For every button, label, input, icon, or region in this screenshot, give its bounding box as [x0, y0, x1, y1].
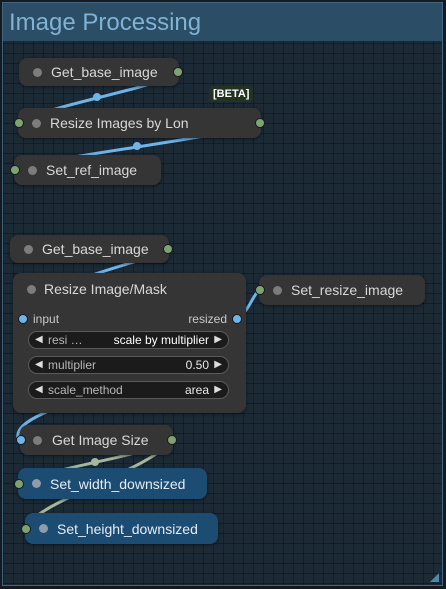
- node-set-height-downsized[interactable]: Set_height_downsized: [21, 513, 218, 544]
- widget-value: scale by multiplier: [113, 333, 209, 347]
- collapse-dot-icon[interactable]: [27, 284, 36, 294]
- node-title: Resize Images by Lon: [50, 115, 189, 131]
- link-midpoint: [133, 142, 141, 150]
- collapse-dot-icon[interactable]: [39, 524, 48, 533]
- node-title: Set_width_downsized: [50, 475, 186, 492]
- collapse-dot-icon[interactable]: [33, 67, 42, 77]
- node-set-resize-image[interactable]: Set_resize_image: [255, 275, 425, 305]
- arrow-right-icon[interactable]: ▶: [214, 384, 222, 395]
- input-slot[interactable]: [14, 479, 24, 489]
- collapse-dot-icon[interactable]: [273, 285, 282, 295]
- node-set-ref-image[interactable]: Set_ref_image: [10, 155, 161, 185]
- node-resize-image-mask[interactable]: Resize Image/Mask input resized ◀ resi ……: [13, 273, 246, 413]
- widget-name: multiplier: [48, 358, 97, 372]
- output-slot[interactable]: [163, 244, 173, 254]
- collapse-dot-icon[interactable]: [24, 244, 33, 254]
- node-get-base-image-1[interactable]: Get_base_image: [19, 58, 183, 86]
- input-slot[interactable]: [10, 165, 20, 175]
- node-title: Get_base_image: [51, 64, 158, 80]
- node-title: Get_base_image: [42, 241, 149, 257]
- arrow-left-icon[interactable]: ◀: [35, 334, 43, 345]
- group-title: Image Processing: [9, 9, 202, 36]
- node-title: Get Image Size: [52, 432, 149, 448]
- input-label: input: [33, 312, 60, 326]
- collapse-dot-icon[interactable]: [32, 479, 41, 488]
- widget-name: resi …: [48, 333, 83, 347]
- input-slot[interactable]: [255, 285, 265, 295]
- beta-badge: [BETA]: [209, 86, 254, 102]
- output-label: resized: [188, 312, 227, 326]
- resize-mode-combo[interactable]: ◀ resi … scale by multiplier ▶: [28, 331, 229, 349]
- node-title: Resize Image/Mask: [44, 281, 167, 297]
- multiplier-stepper[interactable]: ◀ multiplier 0.50 ▶: [28, 356, 229, 374]
- widget-name: scale_method: [48, 383, 123, 397]
- input-slot[interactable]: [14, 118, 24, 128]
- output-slot[interactable]: [167, 435, 177, 445]
- node-title: Set_height_downsized: [57, 520, 198, 537]
- output-slot[interactable]: [173, 67, 183, 77]
- input-slot[interactable]: [18, 314, 28, 324]
- node-set-width-downsized[interactable]: Set_width_downsized: [14, 468, 207, 499]
- input-slot[interactable]: [16, 435, 26, 445]
- output-slot[interactable]: [255, 118, 265, 128]
- arrow-right-icon[interactable]: ▶: [214, 334, 222, 345]
- output-slot[interactable]: [232, 314, 242, 324]
- node-resize-images-by-long[interactable]: Resize Images by Lon: [14, 108, 265, 138]
- group-header[interactable]: Image Processing: [3, 3, 442, 41]
- link-midpoint: [91, 458, 99, 466]
- widget-value: area: [184, 383, 209, 397]
- arrow-right-icon[interactable]: ▶: [214, 359, 222, 370]
- widget-value: 0.50: [185, 358, 209, 372]
- node-get-image-size[interactable]: Get Image Size: [16, 425, 177, 455]
- node-header[interactable]: Resize Image/Mask: [13, 273, 246, 305]
- node-title: Set_resize_image: [291, 282, 404, 298]
- arrow-left-icon[interactable]: ◀: [35, 384, 43, 395]
- collapse-dot-icon[interactable]: [28, 165, 37, 175]
- collapse-dot-icon[interactable]: [33, 435, 42, 445]
- collapse-dot-icon[interactable]: [32, 118, 41, 128]
- link-midpoint: [93, 93, 101, 101]
- input-slot[interactable]: [21, 524, 31, 534]
- scale-method-combo[interactable]: ◀ scale_method area ▶: [28, 381, 229, 399]
- arrow-left-icon[interactable]: ◀: [35, 359, 43, 370]
- node-title: Set_ref_image: [46, 162, 138, 178]
- group-resize-handle[interactable]: [430, 573, 439, 582]
- node-get-base-image-2[interactable]: Get_base_image: [10, 235, 173, 263]
